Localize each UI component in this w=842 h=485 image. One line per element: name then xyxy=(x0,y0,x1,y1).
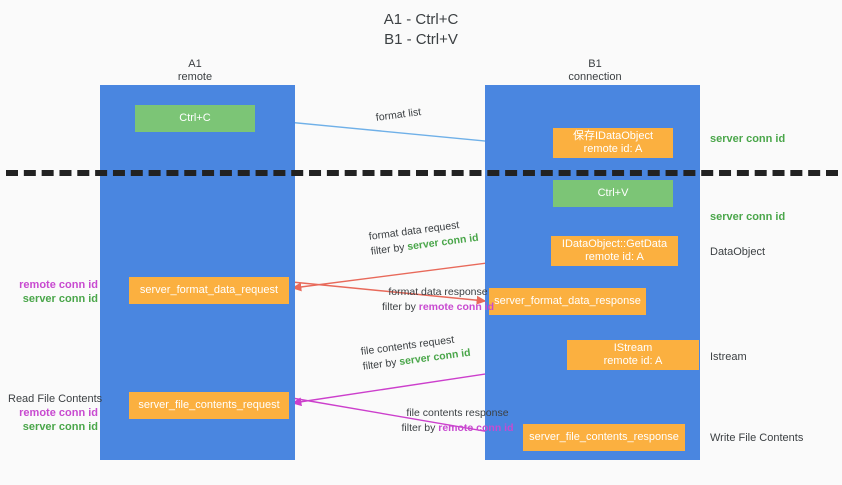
column-header-b1: B1 connection xyxy=(545,58,645,84)
annotation-server-conn-id-top: server conn id xyxy=(710,133,786,145)
node-istream-line1: IStream xyxy=(613,342,653,354)
edge-label-format-list: format list xyxy=(375,105,422,126)
node-server-format-data-request-label: server_format_data_request xyxy=(139,284,279,296)
annotation-remote-conn-id-2: remote conn id xyxy=(19,407,98,419)
column-header-a1: A1 remote xyxy=(145,58,245,84)
column-a1-name: A1 xyxy=(188,58,202,70)
title-line-1: A1 - Ctrl+C xyxy=(383,11,459,28)
edge-label-format-list-text: format list xyxy=(375,106,422,124)
filter-prefix: filter by xyxy=(381,301,419,313)
node-ctrl-c[interactable]: Ctrl+C xyxy=(135,105,255,132)
node-istream-line2: remote id: A xyxy=(603,355,663,367)
filter-prefix: filter by xyxy=(401,422,439,434)
column-a1-role: remote xyxy=(177,71,213,83)
annotation-server-conn-id-1: server conn id xyxy=(22,293,98,305)
edge-label-format-data-response: format data response filter by remote co… xyxy=(338,285,538,315)
node-server-file-contents-response-label: server_file_contents_response xyxy=(529,431,679,443)
column-b1-role: connection xyxy=(568,71,622,83)
annotation-group-file-contents: Read File Contents remote conn id server… xyxy=(8,392,168,434)
filter-prefix: filter by xyxy=(362,356,401,373)
annotation-group-format-data: remote conn id server conn id xyxy=(8,278,98,306)
column-b1-name: B1 xyxy=(588,58,602,70)
filter-prefix: filter by xyxy=(370,241,409,258)
edge-label-file-contents-request: file contents request filter by server c… xyxy=(360,331,472,375)
node-istream[interactable]: IStream remote id: A xyxy=(567,340,699,370)
node-idataobject-getdata-line2: remote id: A xyxy=(585,251,644,263)
node-ctrl-v-label: Ctrl+V xyxy=(597,187,629,199)
node-save-idataobject[interactable]: 保存IDataObject remote id: A xyxy=(553,128,673,158)
node-idataobject-getdata-line1: IDataObject::GetData xyxy=(561,238,668,250)
node-server-file-contents-request-label: server_file_contents_request xyxy=(138,399,280,411)
edge-label-format-data-request: format data request filter by server con… xyxy=(368,216,480,260)
node-server-file-contents-response[interactable]: server_file_contents_response xyxy=(523,424,685,451)
filter-value-remote-conn-id: remote conn id xyxy=(418,301,495,313)
node-ctrl-c-label: Ctrl+C xyxy=(179,112,211,124)
filter-value-remote-conn-id: remote conn id xyxy=(438,422,514,434)
annotation-dataobject: DataObject xyxy=(710,246,766,258)
edge-label-format-data-response-filter: filter by remote conn id xyxy=(338,300,538,315)
edge-label-file-contents-response-filter: filter by remote conn id xyxy=(350,421,565,436)
annotation-istream: Istream xyxy=(710,351,747,363)
node-idataobject-getdata[interactable]: IDataObject::GetData remote id: A xyxy=(551,236,678,266)
node-server-format-data-response-label: server_format_data_response xyxy=(494,295,641,307)
annotation-server-conn-id-2: server conn id xyxy=(22,421,98,433)
annotation-server-conn-id-mid: server conn id xyxy=(710,211,786,223)
page-title: A1 - Ctrl+C B1 - Ctrl+V xyxy=(0,10,842,50)
node-server-format-data-response[interactable]: server_format_data_response xyxy=(489,288,646,315)
annotation-read-file-contents: Read File Contents xyxy=(8,393,103,405)
node-server-file-contents-request[interactable]: server_file_contents_request xyxy=(129,392,289,419)
node-save-idataobject-line1: 保存IDataObject xyxy=(572,130,654,142)
annotation-remote-conn-id-1: remote conn id xyxy=(19,279,98,291)
edge-label-file-contents-response: file contents response filter by remote … xyxy=(350,406,565,436)
edge-label-format-data-response-line1: format data response xyxy=(388,286,488,298)
node-save-idataobject-line2: remote id: A xyxy=(583,143,643,155)
dashed-divider xyxy=(6,170,838,176)
annotation-write-file-contents: Write File Contents xyxy=(710,432,804,444)
title-line-2: B1 - Ctrl+V xyxy=(384,31,458,48)
edge-label-file-contents-response-line1: file contents response xyxy=(406,407,509,419)
node-ctrl-v[interactable]: Ctrl+V xyxy=(553,180,673,207)
node-server-format-data-request[interactable]: server_format_data_request xyxy=(129,277,289,304)
